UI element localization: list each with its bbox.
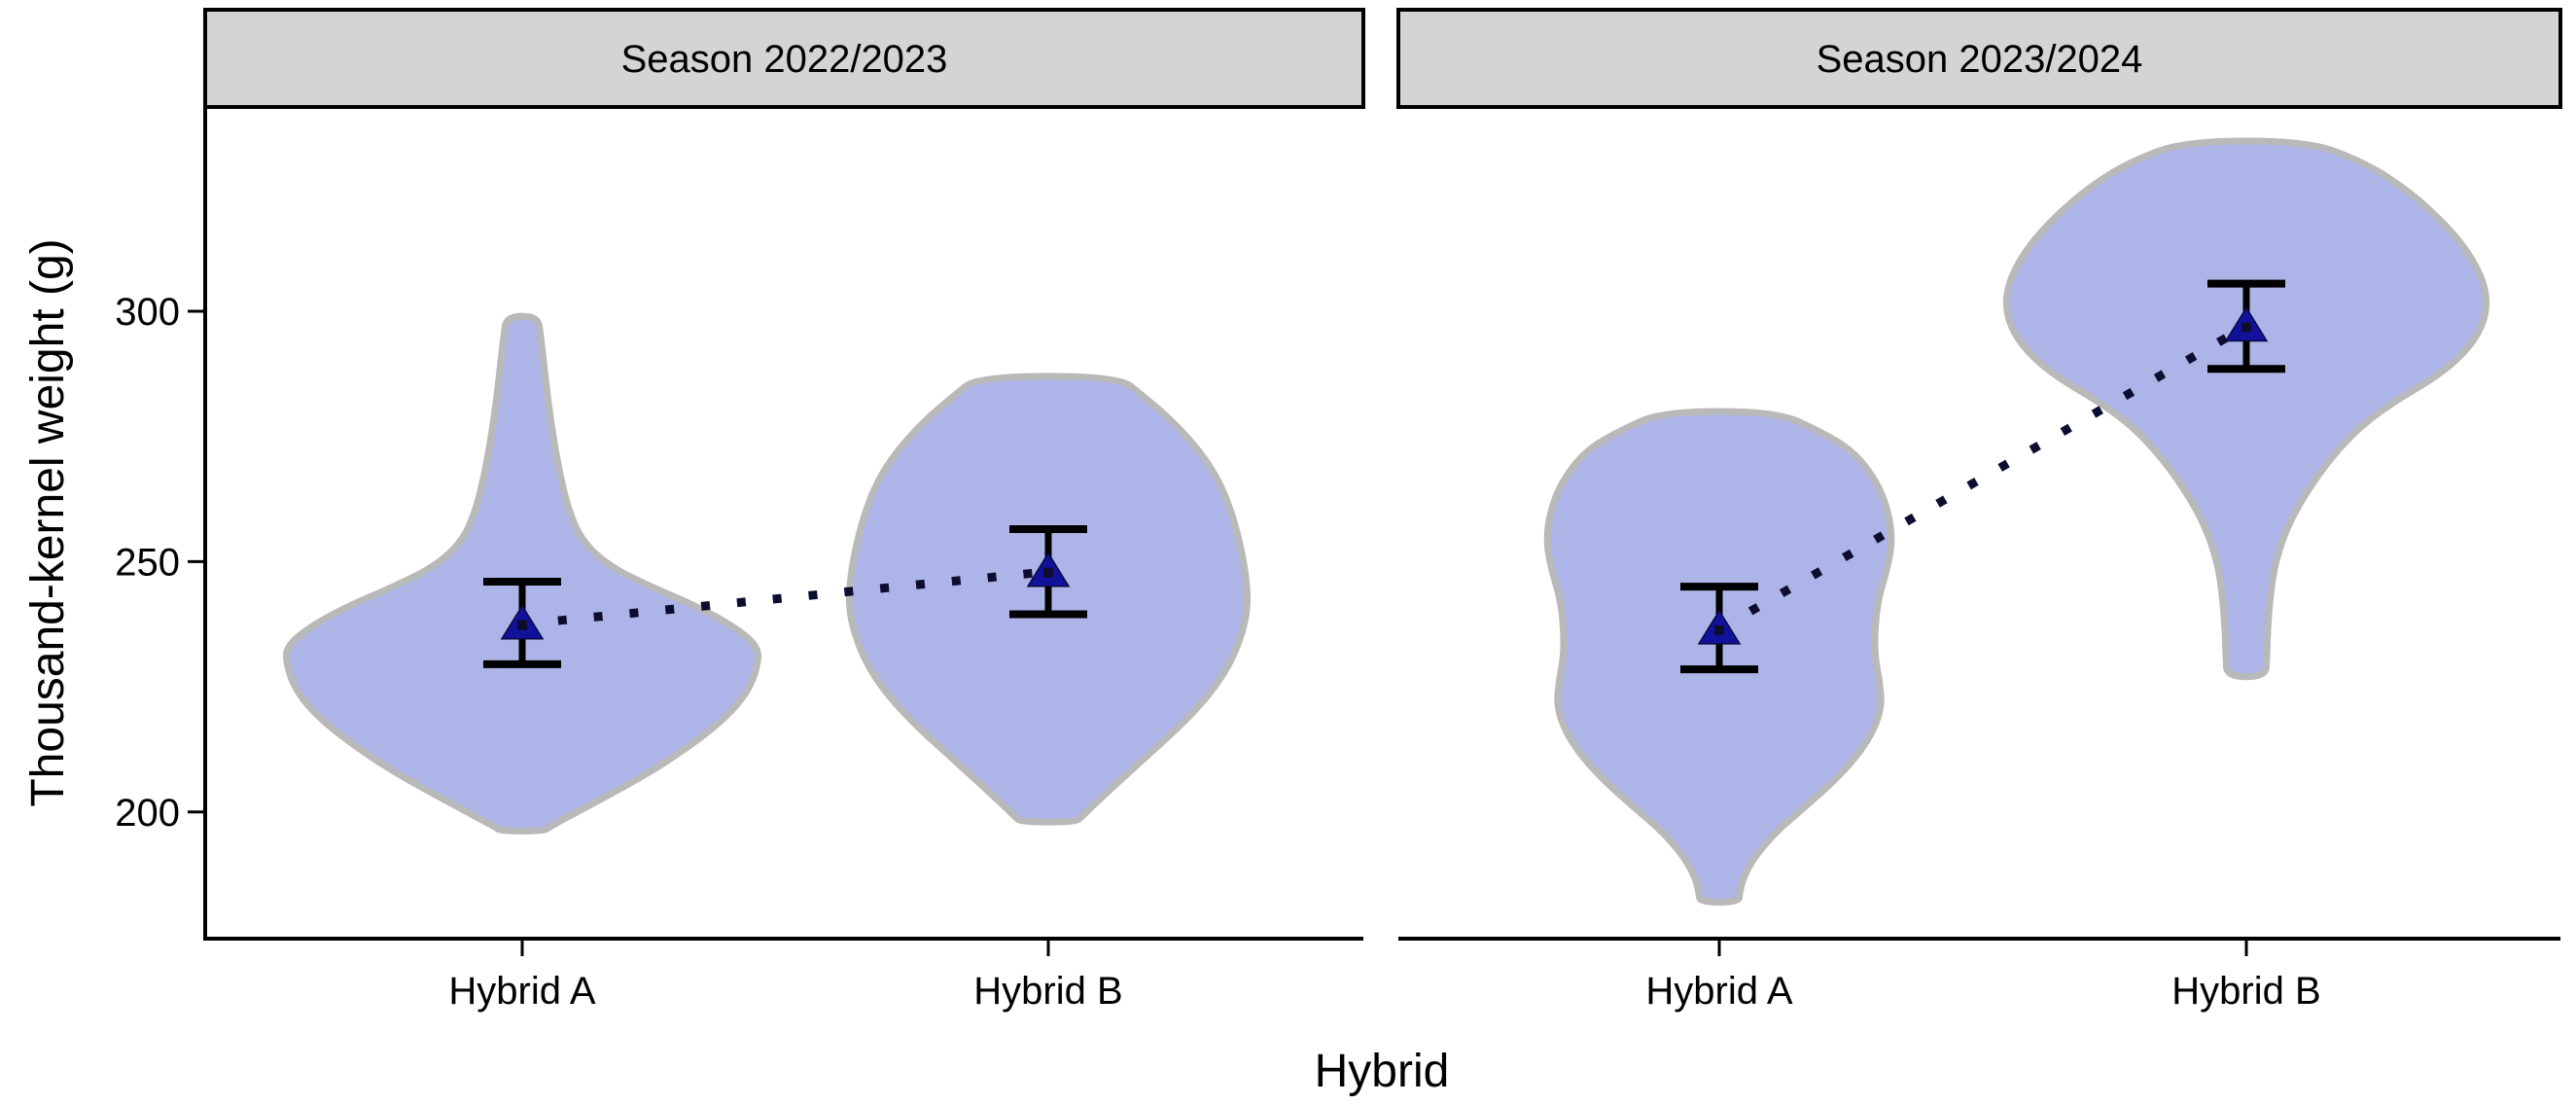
mean-dot-hybrid-a-panel-2 <box>1714 624 1724 635</box>
facet-strip-2 <box>1396 8 2562 109</box>
y-tick-label-250: 250 <box>115 541 180 584</box>
x-tick-label-panel-1-2: Hybrid B <box>973 970 1122 1013</box>
x-tick-label-panel-1-1: Hybrid A <box>448 970 595 1013</box>
mean-dot-hybrid-b-panel-1 <box>1043 567 1053 578</box>
y-tick-label-300: 300 <box>115 291 180 334</box>
x-tick-label-panel-2-1: Hybrid A <box>1645 970 1792 1013</box>
violin-Season-2023-2024-Hybrid-B <box>2002 137 2490 681</box>
facet-strip-label-1: Season 2022/2023 <box>621 38 948 81</box>
mean-connector-line-panel-2 <box>1716 322 2249 633</box>
x-tick-label-panel-2-2: Hybrid B <box>2171 970 2320 1013</box>
facet-strip-1 <box>203 8 1365 109</box>
violin-Season-2022-2023-Hybrid-A <box>283 312 761 835</box>
mean-dot-hybrid-a-panel-1 <box>517 620 527 630</box>
facet-strip-label-2: Season 2023/2024 <box>1817 38 2143 81</box>
y-axis-title: Thousand-kernel weight (g) <box>22 238 74 806</box>
mean-dot-hybrid-b-panel-2 <box>2241 322 2251 333</box>
x-axis-title: Hybrid <box>1315 1046 1450 1097</box>
y-tick-label-200: 200 <box>115 792 180 835</box>
